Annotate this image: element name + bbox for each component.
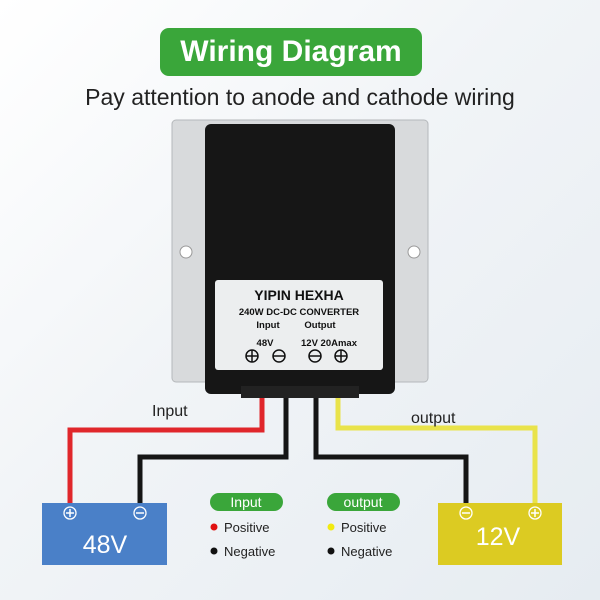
output-negative-wire — [313, 390, 469, 505]
label-minus-icon — [308, 349, 322, 363]
battery-minus-icon — [133, 506, 147, 520]
legend-input-title: Input — [230, 494, 261, 510]
legend-input-positive-dot — [210, 523, 218, 531]
label-output-value: 12V 20Amax — [301, 338, 358, 349]
label-input-value: 48V — [257, 338, 275, 349]
brand-text: YIPIN HEXHA — [254, 287, 343, 303]
input-wire-label: Input — [152, 403, 188, 420]
output-battery-voltage: 12V — [476, 523, 521, 551]
input-negative-wire — [137, 390, 289, 505]
legend-output-negative: Negative — [341, 544, 392, 559]
legend-output-title: output — [344, 494, 383, 510]
battery-minus-icon — [459, 506, 473, 520]
converter-label — [215, 280, 383, 370]
label-output: Output — [304, 320, 336, 331]
legend-input-pill — [210, 493, 283, 511]
label-plus-icon — [245, 349, 259, 363]
input-battery-voltage: 48V — [83, 531, 128, 559]
cable-gland — [241, 386, 359, 398]
legend-output-positive-dot — [327, 523, 335, 531]
subtitle: Pay attention to anode and cathode wirin… — [85, 84, 515, 110]
mounting-hole-left — [179, 245, 193, 259]
label-plus-icon — [334, 349, 348, 363]
legend-output-pill — [327, 493, 400, 511]
output-wire-label: output — [411, 410, 456, 427]
legend-output-negative-dot — [327, 547, 335, 555]
input-positive-wire — [67, 390, 265, 505]
legend-input-negative: Negative — [224, 544, 275, 559]
legend-input-negative-dot — [210, 547, 218, 555]
model-text: 240W DC-DC CONVERTER — [239, 307, 359, 318]
label-input: Input — [256, 320, 280, 331]
legend-input-positive: Positive — [224, 520, 270, 535]
mounting-hole-right — [407, 245, 421, 259]
label-minus-icon — [272, 349, 286, 363]
battery-plus-icon — [528, 506, 542, 520]
page-title: Wiring Diagram — [160, 28, 422, 76]
output-positive-wire — [335, 390, 538, 505]
battery-plus-icon — [63, 506, 77, 520]
legend-output-positive: Positive — [341, 520, 387, 535]
